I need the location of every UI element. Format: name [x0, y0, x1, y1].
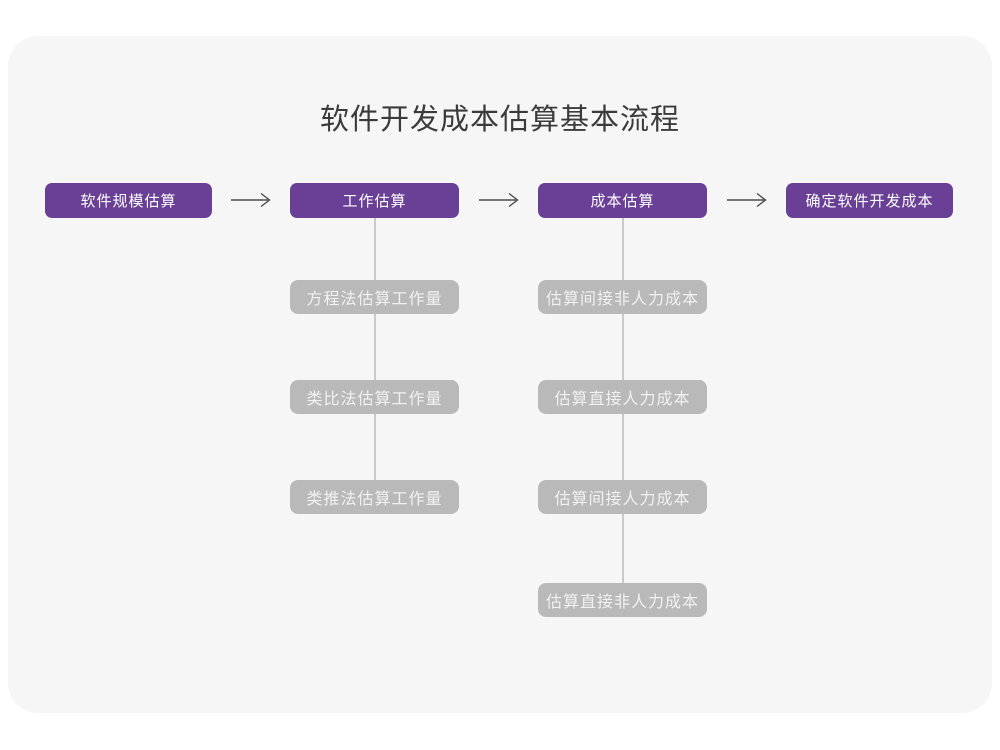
substep-analogy-method: 类比法估算工作量 — [290, 380, 459, 414]
step-software-scale-estimation: 软件规模估算 — [45, 183, 212, 218]
substep-direct-nonlabor-cost: 估算直接非人力成本 — [538, 583, 707, 617]
substep-direct-labor-cost: 估算直接人力成本 — [538, 380, 707, 414]
arrow-right-icon — [477, 191, 521, 214]
diagram-title: 软件开发成本估算基本流程 — [319, 104, 680, 136]
connector-line-work-estimation — [373, 218, 376, 480]
substep-indirect-nonlabor-cost: 估算间接非人力成本 — [538, 280, 707, 314]
arrow-right-icon — [725, 191, 769, 214]
step-determine-development-cost: 确定软件开发成本 — [786, 183, 953, 218]
substep-indirect-labor-cost: 估算间接人力成本 — [538, 480, 707, 514]
substep-equation-method: 方程法估算工作量 — [290, 280, 459, 314]
diagram-card: 软件开发成本估算基本流程 软件规模估算 工作估算 成本估算 — [8, 36, 992, 713]
step-work-estimation: 工作估算 — [290, 183, 459, 218]
substep-extrapolation-method: 类推法估算工作量 — [290, 480, 459, 514]
step-cost-estimation: 成本估算 — [538, 183, 707, 218]
arrow-right-icon — [229, 191, 273, 214]
